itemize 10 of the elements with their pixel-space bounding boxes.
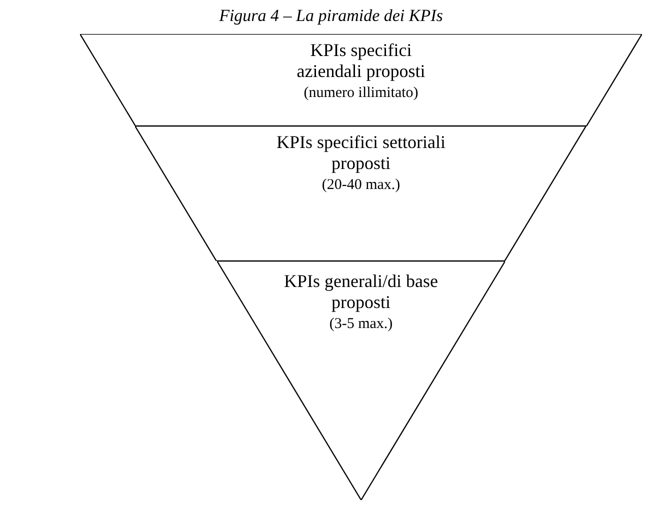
figure-title: Figura 4 – La piramide dei KPIs: [218, 6, 444, 26]
pyramid-tier: [216, 261, 506, 500]
tier-range-label: (3-5 max.): [328, 315, 394, 333]
pyramid-tier: [135, 126, 587, 261]
tier-range-label: (20-40 max.): [320, 176, 402, 194]
tier-label: KPIs generali/di base proposti: [283, 271, 439, 313]
pyramid-tier: [80, 34, 642, 126]
tier-label: KPIs specifici settoriali proposti: [276, 132, 446, 174]
tier-range-label: (numero illimitato): [302, 84, 420, 102]
tier-label: KPIs specifici aziendali proposti: [296, 40, 426, 82]
